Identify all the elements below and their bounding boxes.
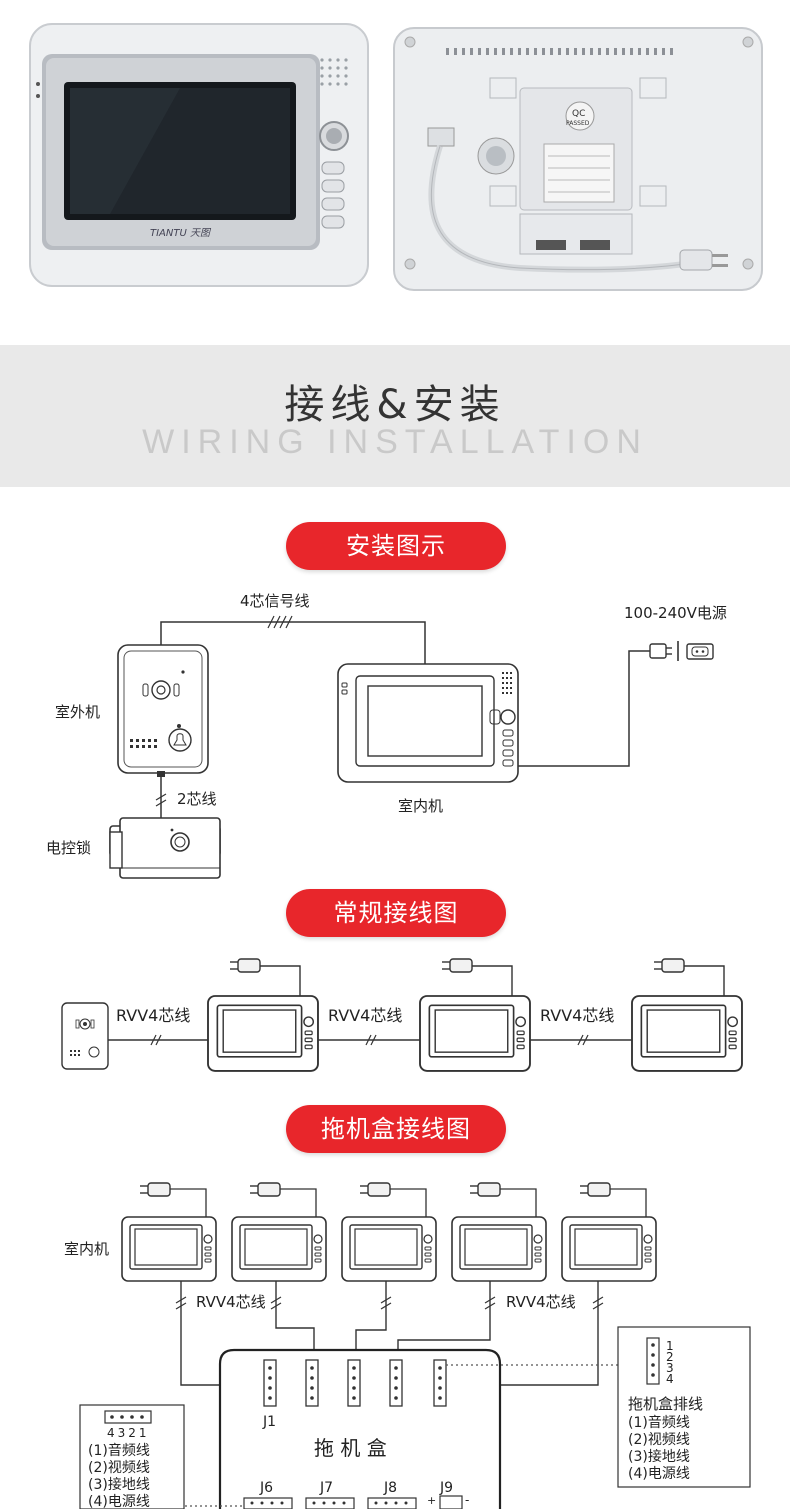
box-indoor-label: 室内机 [64,1240,109,1258]
left-legend-pins: 4321 [107,1426,150,1440]
power-plug-icon [649,643,672,659]
product-photos: TIANTU 天图 QC PASSED [0,0,790,345]
box-section-title: 拖机盒接线图 [286,1105,506,1153]
regular-wire-label-3: RVV4芯线 [540,1006,614,1025]
right-legend-item-3: (3)接地线 [628,1448,690,1465]
right-legend-title: 拖机盒排线 [628,1395,703,1413]
box-monitor-2 [231,1216,327,1282]
regular-plug-1 [229,958,261,973]
left-legend-item-4: (4)电源线 [88,1494,150,1509]
box-connectors-top [263,1359,447,1407]
electric-lock-drawing [109,817,221,879]
regular-section-title: 常规接线图 [286,889,506,937]
pin-2: 2 [666,1350,674,1364]
qc-sub-label: PASSED [566,120,590,127]
power-label: 100-240V电源 [624,604,727,622]
regular-monitor-2 [419,995,531,1072]
left-pin-legend: 4321 (1)音频线 (2)视频线 (3)接地线 (4)电源线 [79,1404,185,1509]
wire-break-mark [267,615,293,629]
right-pin-legend: 1 2 3 4 拖机盒排线 (1)音频线 (2)视频线 (3)接地线 (4)电源… [617,1326,751,1488]
right-legend-item-1: (1)音频线 [628,1414,690,1431]
box-monitor-3 [341,1216,437,1282]
banner-title-en: WIRING INSTALLATION [142,423,648,461]
right-legend-item-2: (2)视频线 [628,1432,690,1448]
j9-plus: + [427,1494,436,1507]
box-plug-3 [359,1182,391,1197]
port-j9-label: J9 [439,1480,453,1496]
pin-4: 4 [666,1372,674,1386]
install-section-title: 安装图示 [286,522,506,570]
banner-title-cn: 接线&安装 [284,382,506,428]
monitor-front-photo: TIANTU 天图 [29,23,369,287]
brand-logo: TIANTU 天图 [150,228,212,239]
install-diagram: 4芯信号线 室外机 2芯线 [46,592,727,879]
box-wire-label-right: RVV4芯线 [506,1293,576,1311]
indoor-unit-drawing [337,663,519,783]
left-legend-item-3: (3)接地线 [88,1476,150,1493]
regular-wire-label-2: RVV4芯线 [328,1006,402,1025]
regular-wiring-diagram: RVV4芯线 RVV4芯线 RVV4芯线 [61,958,743,1072]
box-plug-4 [469,1182,501,1197]
indoor-unit-label: 室内机 [398,797,443,815]
qc-label: QC [572,109,585,119]
j1-label: J1 [262,1414,276,1430]
regular-plug-2 [441,958,473,973]
monitor-back-photo: QC PASSED [393,27,763,291]
outdoor-unit-drawing [117,644,209,777]
box-monitor-5 [561,1216,657,1282]
box-connectors-bottom [243,1495,463,1509]
left-legend-item-1: (1)音频线 [88,1442,150,1459]
left-legend-item-2: (2)视频线 [88,1460,150,1476]
j9-minus: - [465,1493,469,1507]
port-j8-label: J8 [383,1480,397,1496]
regular-wire-label-1: RVV4芯线 [116,1006,190,1025]
pin-1: 1 [666,1339,674,1353]
box-label: 拖 机 盒 [314,1436,387,1460]
signal-wire-label: 4芯信号线 [240,592,310,610]
port-j6-label: J6 [259,1480,273,1496]
box-plug-1 [139,1182,171,1197]
regular-plug-3 [653,958,685,973]
power-socket-icon [686,643,714,660]
box-wire-label-left: RVV4芯线 [196,1293,266,1311]
pin-3: 3 [666,1361,674,1375]
box-plug-5 [579,1182,611,1197]
box-monitor-4 [451,1216,547,1282]
right-legend-item-4: (4)电源线 [628,1466,690,1482]
regular-monitor-1 [207,995,319,1072]
lock-wire-label: 2芯线 [177,790,217,808]
box-wiring-diagram: 室内机 R [64,1182,751,1509]
port-j7-label: J7 [319,1480,333,1496]
regular-outdoor-unit [61,1002,109,1070]
box-monitor-1 [121,1216,217,1282]
box-plug-2 [249,1182,281,1197]
outdoor-unit-label: 室外机 [55,703,100,721]
section-banner [0,345,790,487]
lock-label: 电控锁 [46,839,91,857]
regular-monitor-3 [631,995,743,1072]
